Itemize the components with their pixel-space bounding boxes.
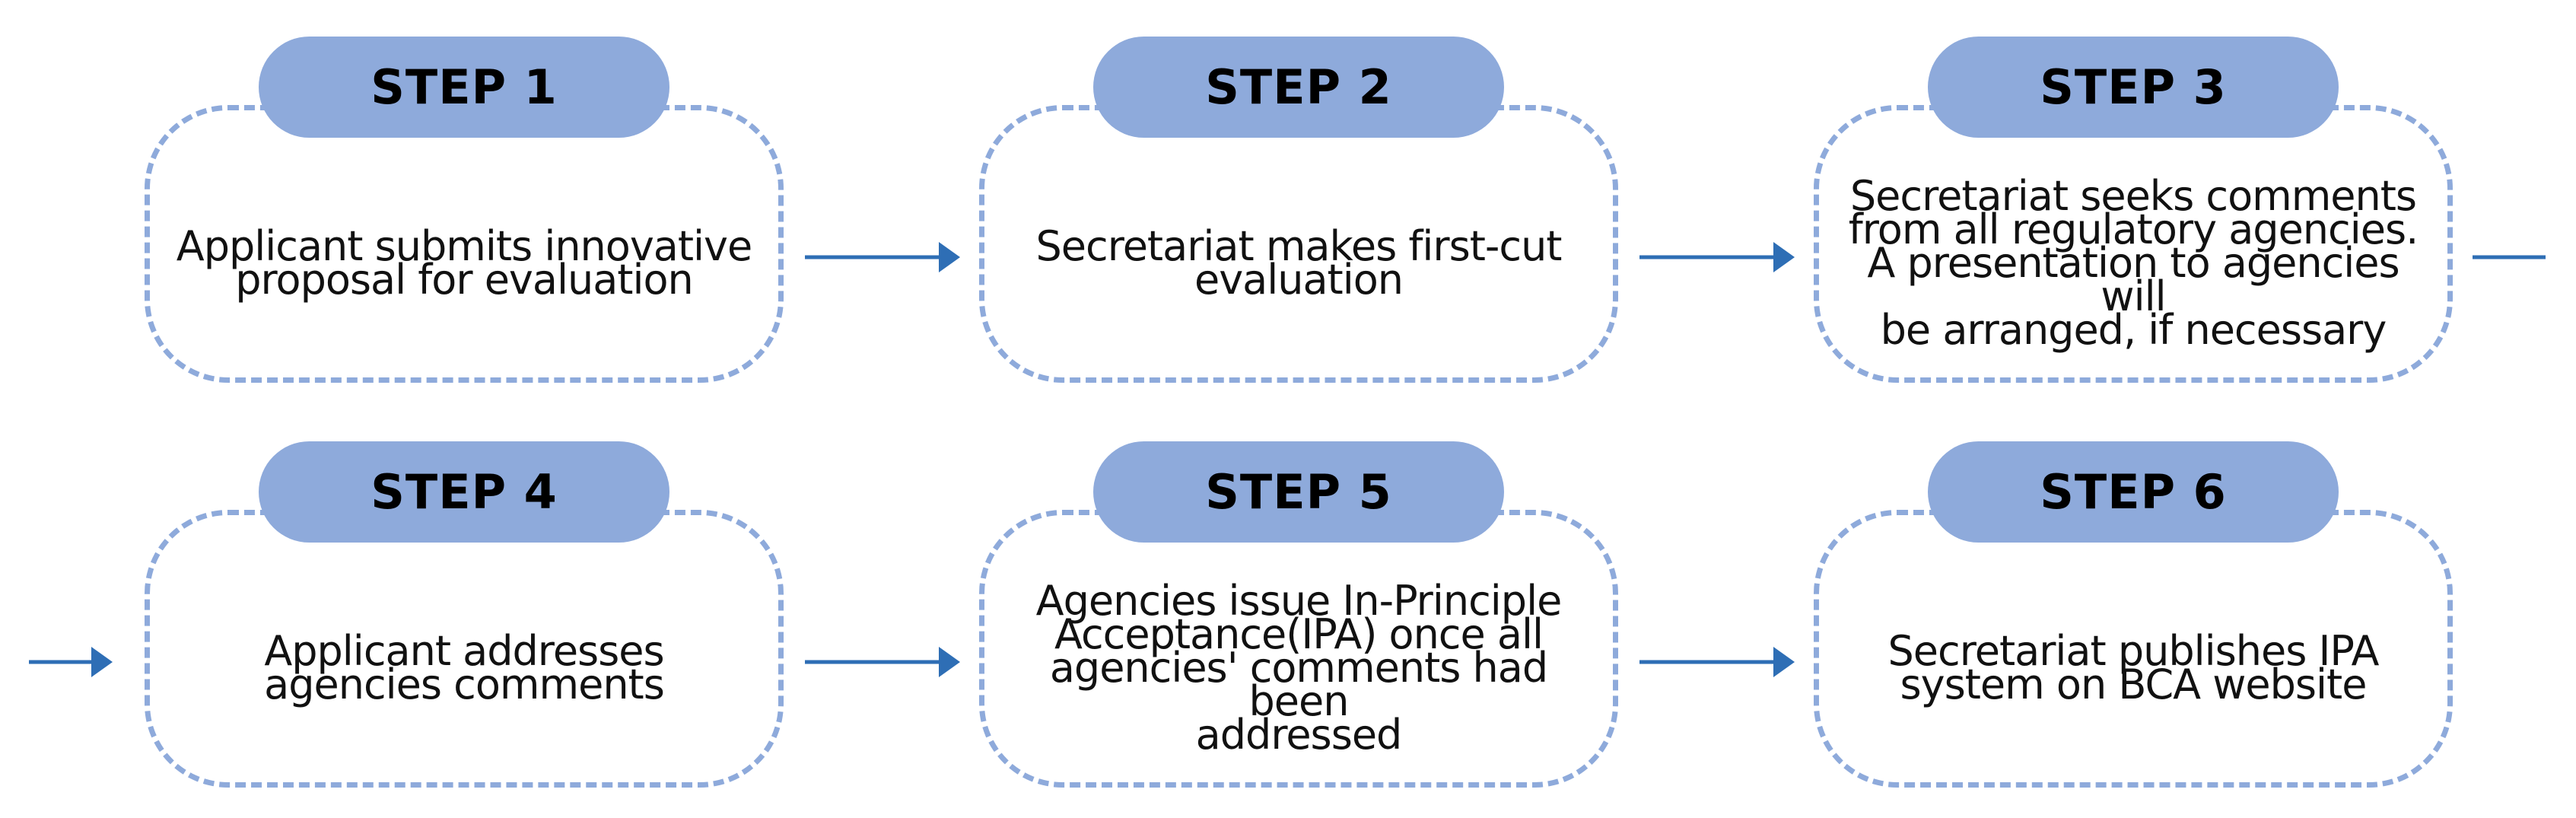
- step-2: Secretariat makes first-cut evaluation S…: [979, 37, 1618, 383]
- step-6-label: STEP 6: [2040, 464, 2227, 520]
- step-2-box: Secretariat makes first-cut evaluation: [979, 105, 1618, 383]
- step-3-pill: STEP 3: [1928, 37, 2339, 138]
- step-6: Secretariat publishes IPA system on BCA …: [1814, 441, 2453, 788]
- step-1-box: Applicant submits innovative proposal fo…: [145, 105, 784, 383]
- step-2-pill: STEP 2: [1093, 37, 1504, 138]
- arrow-step2-to-step3: [1639, 242, 1795, 272]
- step-4-text: Applicant addresses agencies comments: [264, 626, 665, 708]
- arrow-into-step4: [29, 647, 113, 677]
- step-3-label: STEP 3: [2040, 59, 2227, 115]
- step-3-box: Secretariat seeks comments from all regu…: [1814, 105, 2453, 383]
- step-6-text: Secretariat publishes IPA system on BCA …: [1887, 626, 2380, 708]
- step-1-text: Applicant submits innovative proposal fo…: [176, 221, 752, 304]
- step-5-pill: STEP 5: [1093, 441, 1504, 543]
- step-4-pill: STEP 4: [259, 441, 669, 543]
- step-1-pill: STEP 1: [259, 37, 669, 138]
- arrow-step5-to-step6: [1639, 647, 1795, 677]
- step-3-text: Secretariat seeks comments from all regu…: [1848, 171, 2419, 354]
- arrow-step1-to-step2: [805, 242, 960, 272]
- step-4-label: STEP 4: [370, 464, 558, 520]
- step-2-text: Secretariat makes first-cut evaluation: [1035, 221, 1563, 304]
- step-6-pill: STEP 6: [1928, 441, 2339, 543]
- step-2-label: STEP 2: [1205, 59, 1392, 115]
- step-5-text: Agencies issue In-Principle Acceptance(I…: [1035, 576, 1563, 759]
- step-1-label: STEP 1: [370, 59, 558, 115]
- step-3: Secretariat seeks comments from all regu…: [1814, 37, 2453, 383]
- step-5-box: Agencies issue In-Principle Acceptance(I…: [979, 510, 1618, 788]
- step-5: Agencies issue In-Principle Acceptance(I…: [979, 441, 1618, 788]
- step-1: Applicant submits innovative proposal fo…: [145, 37, 784, 383]
- arrow-step4-to-step5: [805, 647, 960, 677]
- step-5-label: STEP 5: [1205, 464, 1392, 520]
- step-4: Applicant addresses agencies comments ST…: [145, 441, 784, 788]
